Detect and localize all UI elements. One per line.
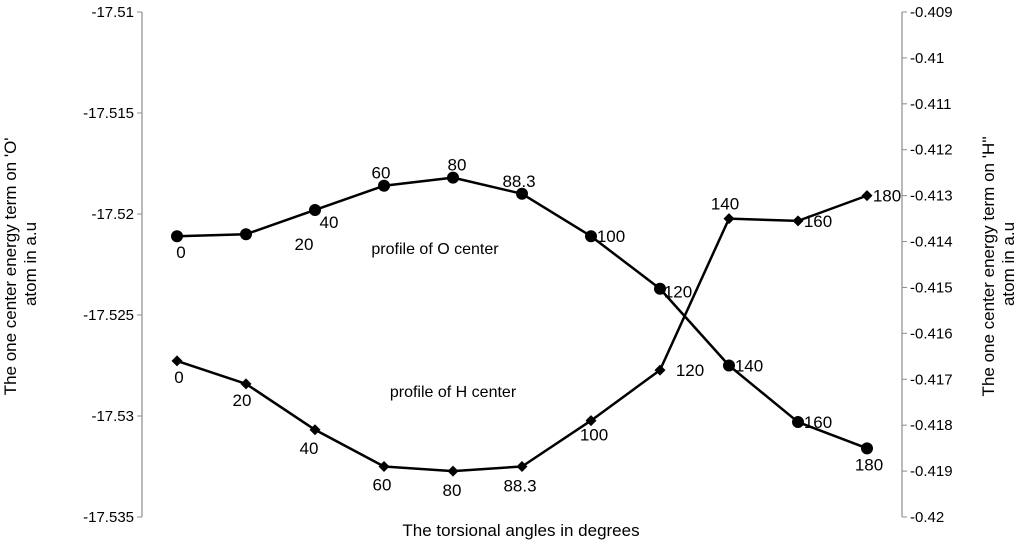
- y-axis-title-left-line2: atom in a.u: [21, 222, 40, 306]
- data-label-o-center: 120: [664, 283, 692, 302]
- data-point-h-center: [792, 215, 804, 227]
- data-point-o-center: [240, 228, 252, 241]
- y-tick-right-label: -0.41: [910, 50, 944, 67]
- y-axis-title-right-line2: atom in a.u: [999, 222, 1018, 306]
- data-label-o-center: 80: [448, 156, 467, 175]
- y-tick-right-label: -0.414: [910, 234, 953, 251]
- y-tick-left-label: -17.52: [91, 206, 134, 223]
- y-tick-right-label: -0.42: [910, 509, 944, 526]
- y-tick-right-label: -0.413: [910, 188, 953, 205]
- data-point-o-center: [792, 416, 804, 429]
- data-label-o-center: 180: [855, 455, 883, 474]
- y-tick-left-label: -17.51: [91, 4, 134, 21]
- annotation-o-center: profile of O center: [371, 241, 499, 258]
- data-label-o-center: 0: [176, 243, 185, 262]
- y-axis-title-right: The one center energy term on 'H'' atom …: [979, 132, 1018, 397]
- data-point-h-center: [378, 461, 390, 472]
- data-point-h-center: [654, 364, 666, 376]
- data-label-o-center: 20: [295, 235, 314, 254]
- data-label-h-center: 60: [373, 476, 392, 495]
- y-tick-right-label: -0.415: [910, 279, 953, 296]
- data-point-h-center: [516, 461, 528, 472]
- data-label-o-center: 140: [735, 357, 763, 376]
- data-label-h-center: 80: [443, 481, 462, 500]
- y-tick-right-label: -0.417: [910, 371, 953, 388]
- data-label-h-center: 40: [300, 439, 319, 458]
- y-axis-title-right-line1: The one center energy term on 'H'': [979, 136, 998, 396]
- data-point-o-center: [861, 442, 873, 455]
- data-label-h-center: 120: [676, 361, 704, 380]
- data-point-o-center: [171, 230, 183, 243]
- data-label-o-center: 88.3: [502, 172, 535, 191]
- y-tick-right-label: -0.409: [910, 4, 953, 21]
- data-label-o-center: 40: [320, 213, 339, 232]
- data-point-h-center: [309, 424, 321, 436]
- data-point-h-center: [861, 190, 873, 202]
- data-label-h-center: 100: [580, 426, 608, 445]
- data-point-o-center: [723, 359, 735, 372]
- y-axis-title-left: The one center energy term on 'O' atom i…: [1, 133, 40, 396]
- y-tick-right-label: -0.418: [910, 417, 953, 434]
- y-tick-left-label: -17.535: [83, 509, 134, 526]
- data-label-h-center: 140: [711, 195, 739, 214]
- data-point-h-center: [171, 355, 183, 367]
- data-point-o-center: [447, 171, 459, 184]
- y-tick-right-label: -0.412: [910, 142, 953, 159]
- data-point-o-center: [309, 203, 321, 216]
- data-point-o-center: [378, 179, 390, 192]
- data-label-o-center: 160: [804, 413, 832, 432]
- x-axis-title: The torsional angles in degrees: [402, 521, 639, 540]
- data-label-h-center: 180: [873, 187, 901, 206]
- data-point-o-center: [654, 282, 666, 295]
- data-point-h-center: [585, 415, 597, 427]
- y-tick-right-label: -0.419: [910, 463, 953, 480]
- data-point-h-center: [447, 465, 459, 477]
- data-point-h-center: [723, 213, 735, 225]
- data-label-o-center: 60: [372, 164, 391, 183]
- y-tick-left-label: -17.525: [83, 307, 134, 324]
- data-label-h-center: 88.3: [503, 477, 536, 496]
- data-label-h-center: 0: [174, 368, 183, 387]
- y-tick-left-label: -17.515: [83, 105, 134, 122]
- data-label-o-center: 100: [597, 227, 625, 246]
- data-point-o-center: [585, 230, 597, 243]
- y-tick-right-label: -0.416: [910, 325, 953, 342]
- series-line-h-center: [176, 194, 868, 473]
- data-point-h-center: [240, 378, 252, 390]
- data-label-h-center: 20: [233, 391, 252, 410]
- y-axis-title-left-line1: The one center energy term on 'O': [1, 137, 20, 395]
- y-tick-left-label: -17.53: [91, 408, 134, 425]
- annotation-h-center: profile of H center: [390, 384, 517, 401]
- y-tick-right-label: -0.411: [910, 96, 951, 113]
- data-label-h-center: 160: [804, 212, 832, 231]
- data-point-o-center: [516, 187, 528, 200]
